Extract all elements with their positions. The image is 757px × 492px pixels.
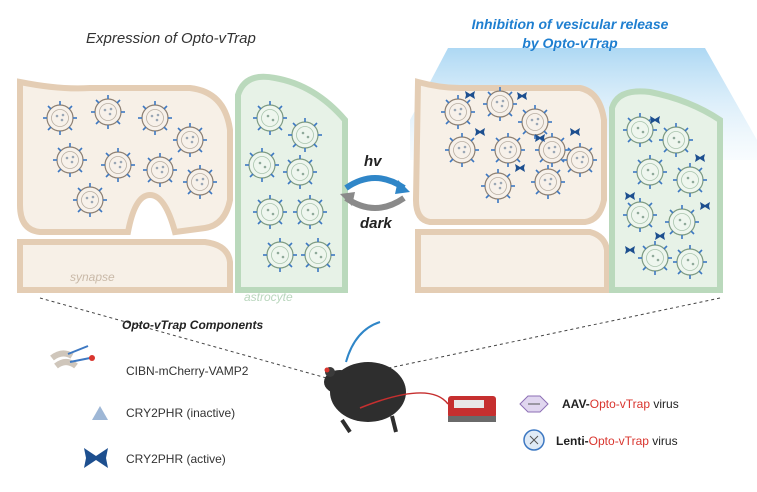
- synaptic-vesicle: [72, 182, 108, 218]
- astrocytic-vesicle: [292, 194, 328, 230]
- trapped-astrocytic-vesicle: [632, 154, 668, 190]
- light-arrow-head: [395, 180, 410, 194]
- active-protein-icon: [84, 448, 108, 468]
- astrocytic-vesicle: [300, 237, 336, 273]
- lentivirus-icon: [523, 429, 545, 451]
- dark-label: dark: [360, 215, 392, 232]
- lenti-virus-prefix: Lenti-: [556, 434, 589, 448]
- trapped-vesicle: [562, 142, 598, 178]
- dark-arrow: [344, 195, 406, 211]
- synaptic-vesicle: [172, 122, 208, 158]
- projection-line-left: [39, 297, 349, 385]
- trapped-vesicle: [490, 132, 526, 168]
- trapped-vesicle: [480, 168, 516, 204]
- title-expression: Expression of Opto-vTrap: [86, 30, 256, 47]
- trapped-astrocytic-vesicle: [672, 162, 708, 198]
- membrane-icon: [50, 345, 95, 369]
- mouse-illustration: [324, 321, 449, 434]
- aav-virus-label: AAV-Opto-vTrap virus: [562, 397, 679, 411]
- dark-arrow-head: [340, 192, 355, 206]
- legend-vamp2-label: CIBN-mCherry-VAMP2: [126, 364, 249, 378]
- trapped-vesicle: [440, 94, 476, 130]
- astrocytic-vesicle: [287, 117, 323, 153]
- trapped-astrocytic-vesicle: [658, 122, 694, 158]
- astrocytic-vesicle: [262, 237, 298, 273]
- trapped-vesicle: [530, 164, 566, 200]
- title-inhibition: Inhibition of vesicular release by Opto-…: [440, 15, 700, 53]
- synaptic-vesicle: [100, 147, 136, 183]
- aav-virus-prefix: AAV-: [562, 397, 590, 411]
- legend-inactive-label: CRY2PHR (inactive): [126, 406, 236, 420]
- trapped-astrocytic-vesicle: [672, 244, 708, 280]
- light-dark-cycle: [340, 175, 410, 211]
- title-inhibition-line2: by Opto-vTrap: [522, 35, 618, 51]
- astrocytic-vesicle: [244, 147, 280, 183]
- synapse-label: synapse: [70, 270, 115, 284]
- trapped-astrocytic-vesicle: [622, 197, 658, 233]
- trapped-vesicle: [444, 132, 480, 168]
- synaptic-vesicle: [182, 164, 218, 200]
- postsynaptic-terminal-left: [17, 239, 233, 293]
- aav-virus-icon: [519, 395, 549, 413]
- aav-virus-suffix: virus: [650, 397, 679, 411]
- synaptic-vesicle: [90, 94, 126, 130]
- astrocytic-vesicle: [252, 100, 288, 136]
- lenti-virus-name: Opto-vTrap: [588, 434, 649, 448]
- astrocytic-vesicle: [282, 154, 318, 190]
- syringe-pump: [448, 396, 496, 422]
- aav-virus-name: Opto-vTrap: [589, 397, 651, 411]
- trapped-astrocytic-vesicle: [664, 204, 700, 240]
- synaptic-vesicle: [52, 142, 88, 178]
- trapped-vesicle: [517, 104, 553, 140]
- projection-line-right: [369, 297, 721, 373]
- trapped-vesicle: [482, 86, 518, 122]
- lenti-virus-label: Lenti-Opto-vTrap virus: [556, 434, 678, 448]
- lenti-virus-suffix: virus: [648, 434, 678, 448]
- light-arrow: [344, 175, 406, 191]
- legend-active-label: CRY2PHR (active): [126, 452, 226, 466]
- synaptic-vesicle: [137, 100, 173, 136]
- postsynaptic-terminal-right: [415, 229, 610, 293]
- trapped-astrocytic-vesicle: [637, 240, 673, 276]
- astrocytic-vesicle: [252, 194, 288, 230]
- title-inhibition-line1: Inhibition of vesicular release: [471, 16, 669, 32]
- astrocyte-label: astrocyte: [244, 290, 293, 304]
- components-title: Opto-vTrap Components: [122, 318, 264, 332]
- synaptic-vesicle: [142, 152, 178, 188]
- synaptic-vesicle: [42, 100, 78, 136]
- inactive-protein-icon: [92, 406, 108, 420]
- light-label: hv: [364, 153, 382, 170]
